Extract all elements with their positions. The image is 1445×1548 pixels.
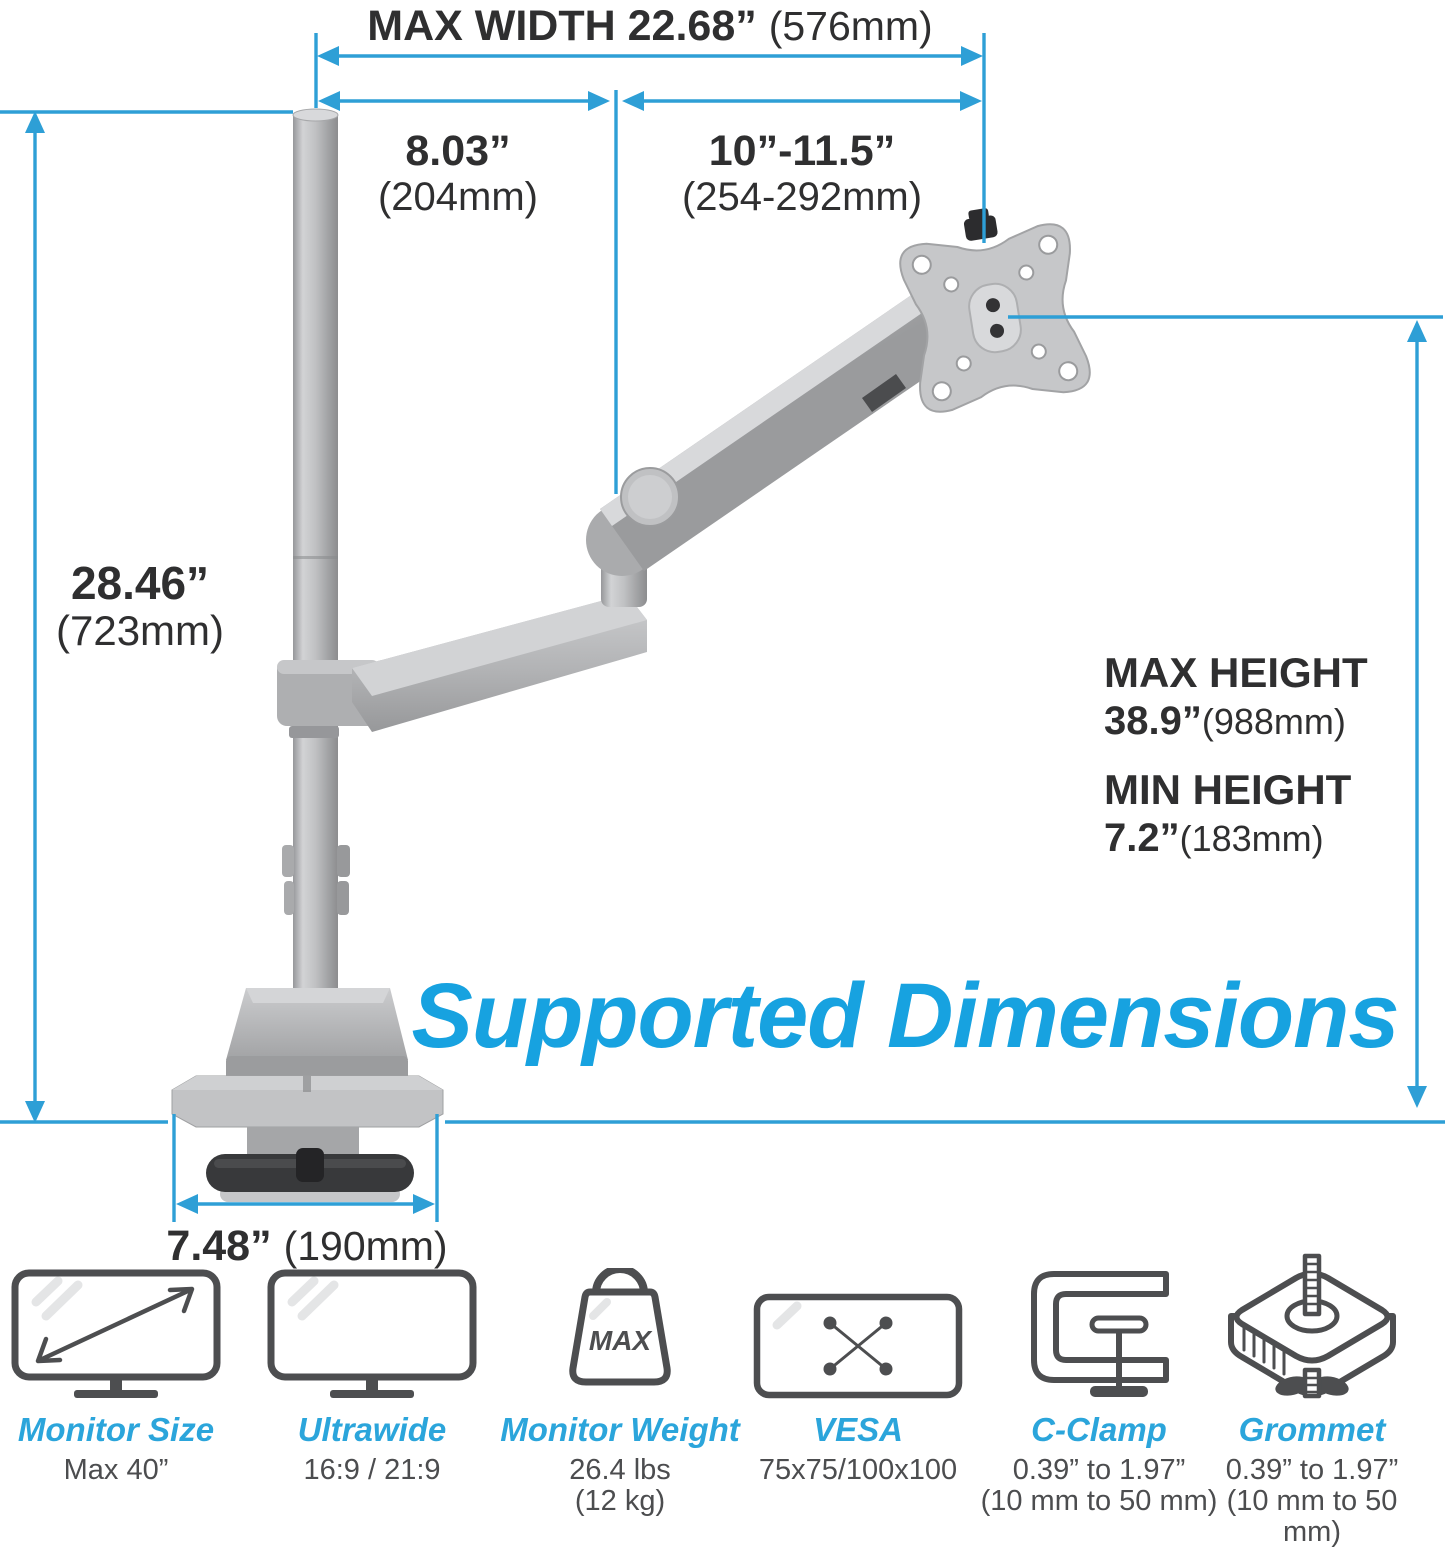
monitor-size-icon — [11, 1269, 221, 1398]
vesa-holes — [911, 234, 1079, 402]
feature-c-clamp: C-Clamp 0.39” to 1.97” (10 mm to 50 mm) — [980, 1268, 1218, 1517]
feature-label: Monitor Size — [17, 1411, 215, 1448]
ultrawide-monitor-icon — [267, 1269, 477, 1398]
feature-value: 16:9 / 21:9 — [303, 1454, 441, 1486]
feature-ultrawide: Ultrawide 16:9 / 21:9 — [253, 1268, 491, 1486]
feature-value: Max 40” — [63, 1454, 169, 1486]
dimension-lines — [0, 33, 1445, 1222]
min-height-value: 7.2”(183mm) — [1104, 816, 1324, 860]
feature-label: VESA — [813, 1411, 903, 1448]
dim-elbow-to-vesa-label: 10”-11.5” (254-292mm) — [681, 127, 923, 219]
c-clamp-icon — [1031, 1271, 1169, 1397]
feature-label: C-Clamp — [1031, 1411, 1167, 1448]
feature-value: 75x75/100x100 — [758, 1454, 958, 1486]
feature-value: 26.4 lbs — [569, 1454, 671, 1486]
feature-monitor-weight: MAX Monitor Weight 26.4 lbs (12 kg) — [500, 1268, 740, 1517]
feature-label: Monitor Weight — [500, 1411, 740, 1448]
feature-value: (10 mm to 50 mm) — [980, 1485, 1218, 1517]
grommet-icon — [1228, 1253, 1396, 1399]
min-height-title: MIN HEIGHT — [1104, 766, 1352, 813]
monitor-arm-illustration — [0, 33, 1445, 1222]
max-height-value: 38.9”(988mm) — [1104, 699, 1346, 743]
feature-grommet: Grommet 0.39” to 1.97” (10 mm to 50 mm) — [1196, 1253, 1428, 1548]
feature-label: Ultrawide — [297, 1411, 447, 1448]
headline: Supported Dimensions — [411, 965, 1400, 1067]
dim-pole-height-label: 28.46” (723mm) — [55, 557, 225, 654]
cable-clip — [862, 374, 906, 412]
upper-arm — [586, 285, 970, 576]
weight-icon: MAX — [569, 1268, 671, 1386]
dim-max-width-label: MAX WIDTH 22.68” (576mm) — [367, 2, 933, 50]
vesa-knob — [963, 215, 998, 241]
max-height-title: MAX HEIGHT — [1104, 649, 1368, 696]
feature-value: 0.39” to 1.97” — [1225, 1454, 1399, 1486]
feature-vesa: VESA 75x75/100x100 — [742, 1268, 974, 1486]
desk-mount-pole — [282, 108, 350, 996]
feature-monitor-size: Monitor Size Max 40” — [0, 1268, 232, 1486]
dim-base-width-label: 7.48” (190mm) — [166, 1222, 448, 1270]
feature-value: (10 mm to 50 mm) — [1226, 1485, 1398, 1548]
dim-pole-to-elbow-label: 8.03” (204mm) — [377, 127, 539, 219]
feature-value: 0.39” to 1.97” — [1012, 1454, 1186, 1486]
vesa-pattern-icon — [753, 1293, 963, 1399]
vesa-plate — [899, 208, 1091, 413]
weight-max-badge: MAX — [589, 1325, 654, 1356]
base-clamp — [171, 988, 444, 1202]
dim-height-block: MAX HEIGHT 38.9”(988mm) MIN HEIGHT 7.2”(… — [1104, 648, 1368, 882]
feature-label: Grommet — [1238, 1411, 1386, 1448]
feature-value: (12 kg) — [574, 1485, 666, 1517]
